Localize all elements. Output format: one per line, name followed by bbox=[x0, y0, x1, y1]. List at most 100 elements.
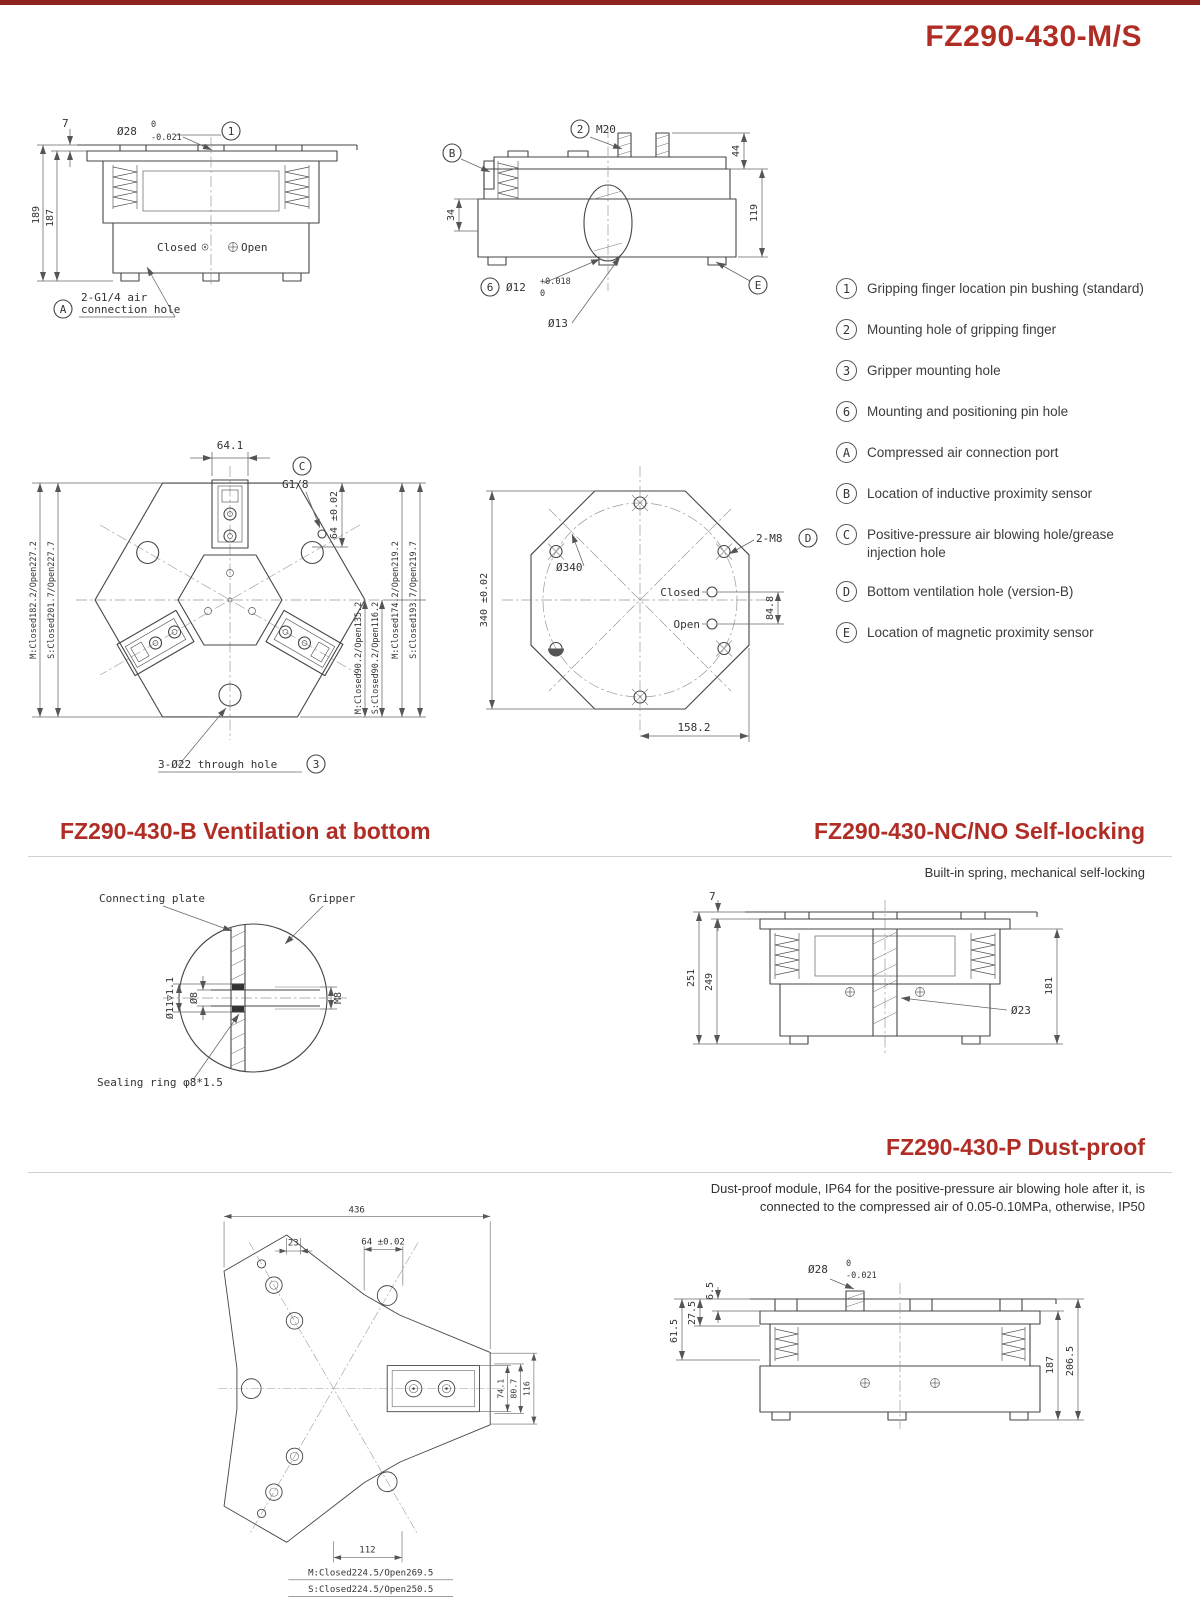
dim-116: 116 bbox=[522, 1381, 532, 1396]
dim-dia28-tol-upper: 0 bbox=[151, 120, 156, 130]
callout-6: 6 bbox=[480, 277, 500, 297]
section-p-title: FZ290-430-P Dust-proof bbox=[885, 1134, 1145, 1160]
svg-text:B: B bbox=[449, 147, 456, 160]
ventilation-detail-drawing: Connecting plate Gripper Ø11▽1.1 Ø8 M8 S… bbox=[97, 892, 356, 1089]
callout-badge-3: 3 bbox=[836, 360, 857, 381]
air-hole-label-line2: connection hole bbox=[81, 303, 180, 316]
legend-label: Mounting and positioning pin hole bbox=[867, 404, 1069, 419]
stroke-right-m1: M:Closed90.2/Open135.2 bbox=[354, 602, 364, 715]
legend-label: Gripping finger location pin bushing (st… bbox=[867, 281, 1144, 296]
label-sealing-ring: Sealing ring φ8*1.5 bbox=[97, 1076, 223, 1089]
svg-text:C: C bbox=[299, 460, 306, 473]
dim-34: 34 bbox=[446, 209, 457, 221]
dust-proof-top-geometry bbox=[218, 1213, 538, 1597]
callout-badge-d: D bbox=[836, 581, 857, 603]
top-accent-bar bbox=[0, 0, 1200, 5]
dim-dia12: Ø12 bbox=[506, 281, 526, 294]
callout-badge-c: C bbox=[836, 524, 857, 545]
legend: 1 Gripping finger location pin bushing (s… bbox=[836, 278, 1166, 663]
section-divider-2 bbox=[28, 1172, 1172, 1173]
svg-text:1: 1 bbox=[228, 125, 235, 138]
dim-340: 340 ±0.02 bbox=[479, 573, 490, 627]
dim-dia8: Ø8 bbox=[188, 992, 200, 1004]
dim-7: 7 bbox=[709, 890, 716, 903]
bottom-view-drawing: Ø340 2-M8 D Closed Open 84.8 340 ±0.02 1… bbox=[479, 466, 818, 742]
dim-181: 181 bbox=[1044, 977, 1055, 995]
dim-dia12-tol-lower: 0 bbox=[540, 289, 545, 299]
stroke-m-label: M:Closed224.5/Open269.5 bbox=[308, 1569, 433, 1579]
self-locking-view: 7 251 249 181 Ø23 bbox=[665, 886, 1105, 1096]
stroke-left-m: M:Closed182.2/Open227.2 bbox=[29, 541, 39, 659]
self-locking-geometry bbox=[693, 900, 1063, 1054]
dim-249: 249 bbox=[704, 973, 715, 991]
dim-61-5: 61.5 bbox=[669, 1319, 680, 1343]
svg-text:A: A bbox=[60, 303, 67, 316]
callout-badge-6: 6 bbox=[836, 401, 857, 422]
legend-label: Bottom ventilation hole (version-B) bbox=[867, 584, 1074, 600]
dim-dia340: Ø340 bbox=[556, 561, 583, 574]
callout-a: A bbox=[53, 299, 73, 319]
stroke-s-label: S:Closed224.5/Open250.5 bbox=[308, 1585, 433, 1595]
section-nc-subtitle: Built-in spring, mechanical self-locking bbox=[924, 865, 1145, 880]
dim-dia12-tol-upper: +0.018 bbox=[540, 277, 571, 287]
label-open: Open bbox=[241, 241, 268, 254]
legend-item-1: 1 Gripping finger location pin bushing (s… bbox=[836, 278, 1166, 299]
label-through-hole: 3-Ø22 through hole bbox=[158, 758, 277, 771]
dim-m20: M20 bbox=[596, 123, 616, 136]
dust-proof-side-geometry bbox=[674, 1278, 1084, 1429]
dim-dia28-tol-lower: -0.021 bbox=[846, 1271, 877, 1281]
side-view-drawing: 2 M20 B 44 119 34 6 Ø12 +0.018 0 Ø13 E bbox=[442, 119, 768, 330]
dust-proof-side-drawing: Ø28 0 -0.021 61.5 27.5 6.5 187 206.5 bbox=[669, 1259, 1084, 1429]
label-open: Open bbox=[674, 618, 701, 631]
svg-text:6: 6 bbox=[487, 281, 494, 294]
dim-251: 251 bbox=[686, 969, 697, 987]
legend-label: Positive-pressure air blowing hole/greas… bbox=[867, 527, 1114, 560]
dim-7: 7 bbox=[62, 117, 69, 130]
dim-187: 187 bbox=[1045, 1356, 1056, 1374]
dust-proof-top-drawing: 436 23 64 ±0.02 74.1 80.7 116 112 M:Clos… bbox=[218, 1205, 538, 1597]
section-nc-title: FZ290-430-NC/NO Self-locking bbox=[813, 818, 1145, 844]
dim-64: 64 ±0.02 bbox=[361, 1237, 405, 1247]
front-view-geometry bbox=[37, 129, 358, 318]
dim-dia28-tol-upper: 0 bbox=[846, 1259, 851, 1269]
air-hole-label-line1: 2-G1/4 air bbox=[81, 291, 148, 304]
callout-badge-1: 1 bbox=[836, 278, 857, 299]
page-title: FZ290-430-M/S bbox=[925, 20, 1142, 53]
top-view-geometry bbox=[32, 452, 426, 773]
label-gripper: Gripper bbox=[309, 892, 356, 905]
dim-g18: G1/8 bbox=[282, 478, 309, 491]
bottom-view: Ø340 2-M8 D Closed Open 84.8 340 ±0.02 1… bbox=[472, 452, 862, 765]
stroke-right-s1: S:Closed90.2/Open116.2 bbox=[371, 602, 381, 715]
callout-badge-b: B bbox=[836, 483, 857, 504]
callout-b: B bbox=[442, 143, 462, 163]
legend-item-6: 6 Mounting and positioning pin hole bbox=[836, 401, 1166, 422]
callout-c: C bbox=[292, 456, 312, 476]
dim-dia28: Ø28 bbox=[808, 1263, 828, 1276]
dust-proof-side-view: Ø28 0 -0.021 61.5 27.5 6.5 187 206.5 bbox=[660, 1253, 1100, 1473]
legend-item-e: E Location of magnetic proximity sensor bbox=[836, 622, 1166, 644]
label-closed: Closed bbox=[660, 586, 700, 599]
dim-206-5: 206.5 bbox=[1065, 1346, 1076, 1376]
legend-label: Location of magnetic proximity sensor bbox=[867, 625, 1094, 641]
callout-d: D bbox=[798, 528, 818, 548]
side-view: 2 M20 B 44 119 34 6 Ø12 +0.018 0 Ø13 E bbox=[432, 115, 802, 360]
svg-text:D: D bbox=[805, 532, 812, 545]
label-connecting-plate: Connecting plate bbox=[99, 892, 205, 905]
svg-text:3: 3 bbox=[313, 758, 320, 771]
svg-text:E: E bbox=[755, 279, 762, 292]
dim-dia28: Ø28 bbox=[117, 125, 137, 138]
bottom-view-geometry bbox=[486, 466, 784, 742]
callout-badge-e: E bbox=[836, 622, 857, 644]
dim-2m8: 2-M8 bbox=[756, 532, 783, 545]
svg-text:2: 2 bbox=[577, 123, 584, 136]
legend-item-d: D Bottom ventilation hole (version-B) bbox=[836, 581, 1166, 603]
legend-label: Compressed air connection port bbox=[867, 445, 1059, 460]
ventilation-detail-geometry bbox=[162, 905, 347, 1081]
dim-158-2: 158.2 bbox=[677, 721, 710, 734]
section-p-subtitle: Dust-proof module, IP64 for the positive… bbox=[711, 1180, 1145, 1216]
section-p-subtitle-line2: connected to the compressed air of 0.05-… bbox=[759, 1199, 1145, 1215]
dim-44: 44 bbox=[731, 145, 742, 157]
